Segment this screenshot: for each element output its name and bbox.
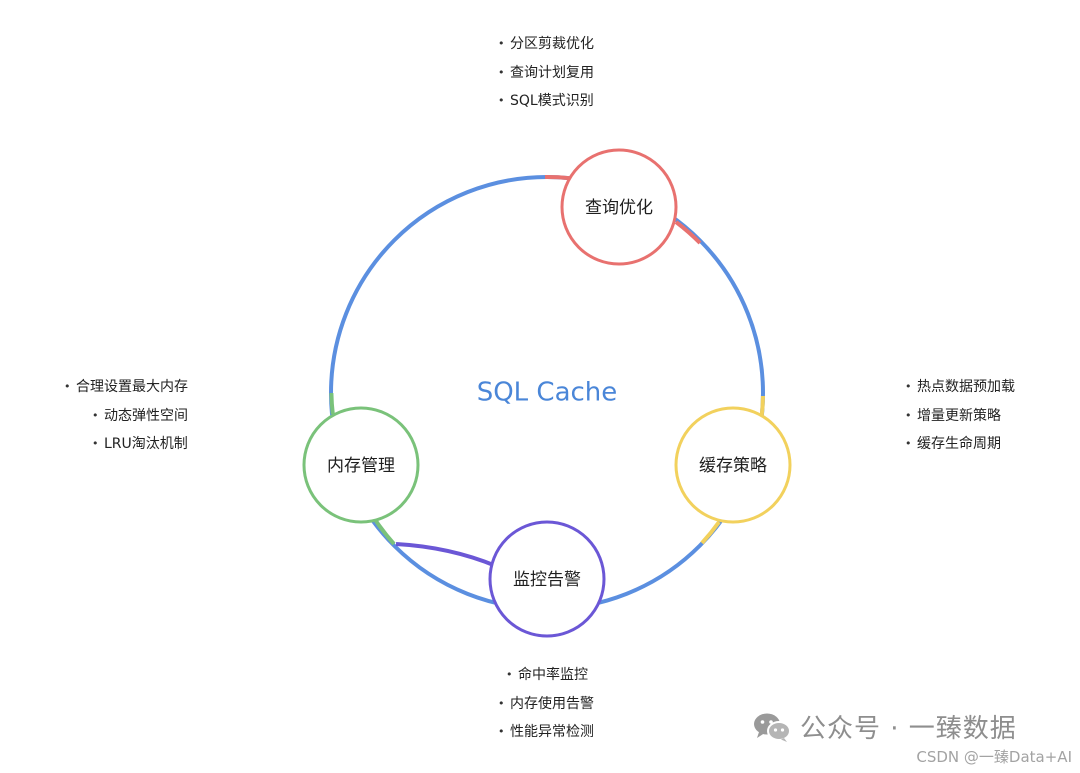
- list-item: LRU淘汰机制: [92, 430, 188, 459]
- memory-monitor-connector: [395, 542, 497, 568]
- list-item: 热点数据预加载: [905, 373, 1015, 402]
- ring-accent-query-right: [674, 220, 702, 245]
- node-query-label: 查询优化: [585, 198, 653, 218]
- list-item: 性能异常检测: [498, 718, 594, 747]
- node-monitor-label: 监控告警: [513, 570, 581, 590]
- list-item: 内存使用告警: [498, 690, 594, 719]
- center-title: SQL Cache: [477, 378, 618, 408]
- memory-details-list: 合理设置最大内存 动态弹性空间 LRU淘汰机制: [64, 373, 188, 459]
- list-item: 查询计划复用: [498, 59, 594, 88]
- list-item: 动态弹性空间: [92, 402, 188, 431]
- node-cache[interactable]: 缓存策略: [674, 406, 792, 524]
- list-item: SQL模式识别: [498, 87, 594, 116]
- node-memory-label: 内存管理: [327, 456, 395, 476]
- ring-accent-memory-upper: [329, 392, 335, 415]
- node-cache-label: 缓存策略: [699, 456, 767, 476]
- node-query-circle: [560, 148, 678, 266]
- wechat-icon: [752, 711, 792, 743]
- list-item: 命中率监控: [506, 661, 594, 690]
- ring-accent-cache-lower: [700, 520, 721, 545]
- monitor-details-list: 命中率监控 内存使用告警 性能异常检测: [498, 661, 594, 747]
- node-query[interactable]: 查询优化: [560, 148, 678, 266]
- node-memory-circle: [302, 406, 420, 524]
- query-details-list: 分区剪裁优化 查询计划复用 SQL模式识别: [498, 30, 594, 116]
- cache-details-list: 热点数据预加载 增量更新策略 缓存生命周期: [905, 373, 1015, 459]
- wechat-watermark: 公众号 · 一臻数据: [752, 708, 1017, 745]
- node-monitor[interactable]: 监控告警: [488, 520, 606, 638]
- list-item: 缓存生命周期: [905, 430, 1015, 459]
- list-item: 分区剪裁优化: [498, 30, 594, 59]
- watermark-text: 公众号 · 一臻数据: [800, 714, 1017, 744]
- node-cache-circle: [674, 406, 792, 524]
- list-item: 增量更新策略: [905, 402, 1015, 431]
- list-item: 合理设置最大内存: [64, 373, 188, 402]
- csdn-credit: CSDN @一臻Data+AI: [916, 748, 1072, 766]
- ring-accent-query-left: [544, 174, 571, 181]
- node-memory[interactable]: 内存管理: [302, 406, 420, 524]
- node-monitor-circle: [488, 520, 606, 638]
- ring-accent-memory-lower: [374, 519, 396, 546]
